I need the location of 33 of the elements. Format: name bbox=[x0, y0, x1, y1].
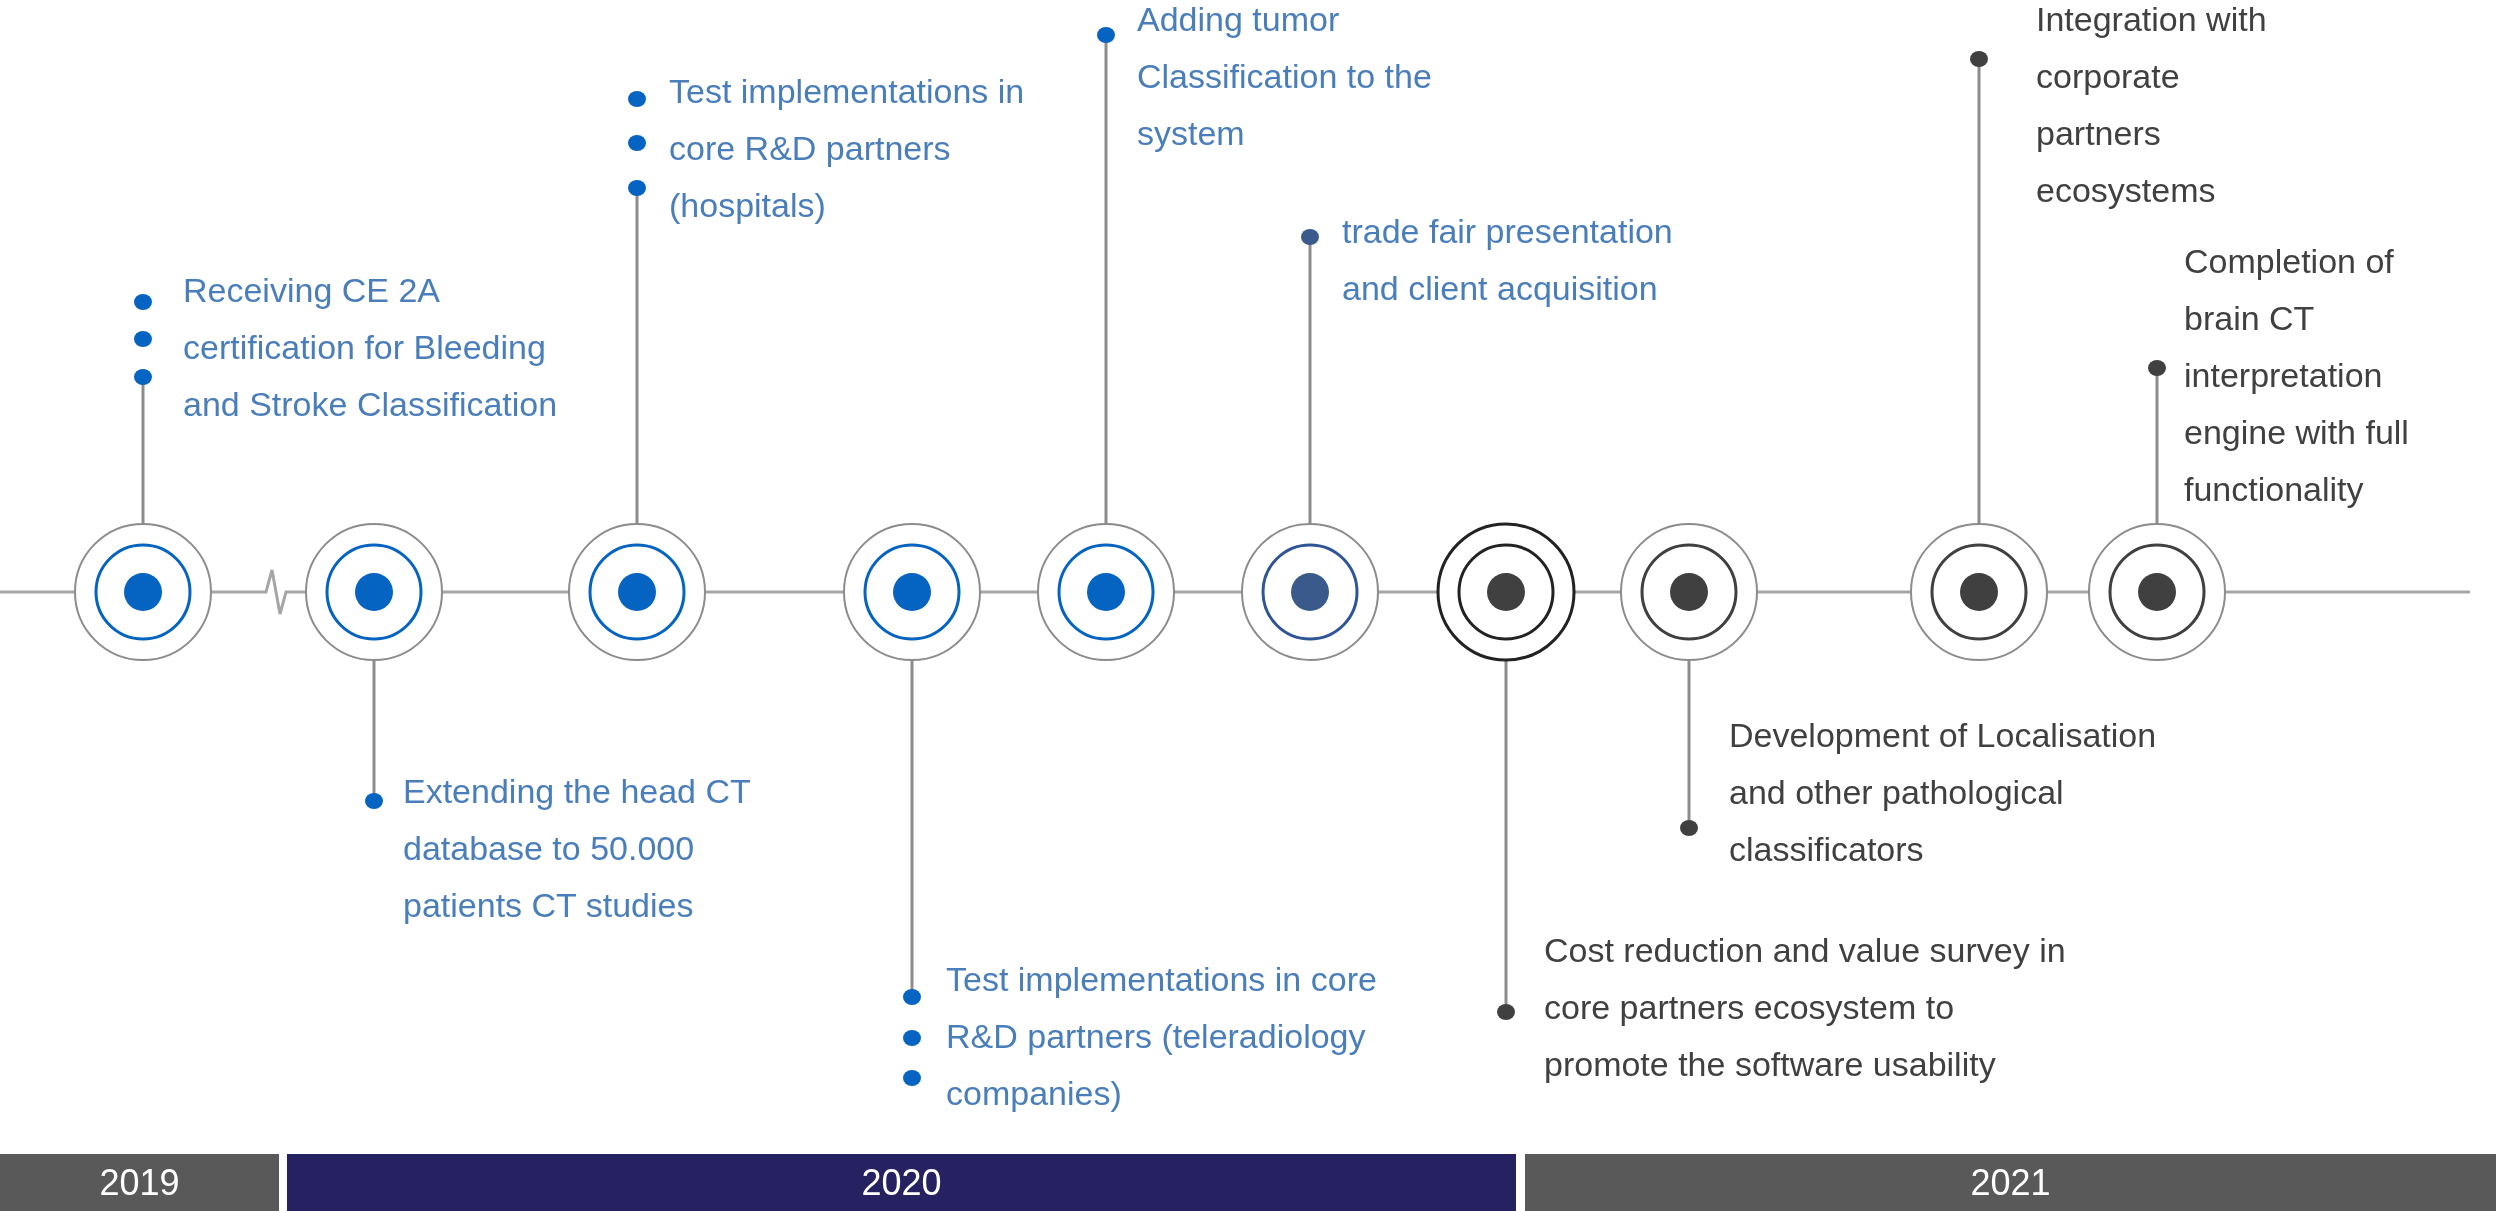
event-text: Test implementations in core R&D partners (teleradiology companies) bbox=[946, 951, 1446, 1122]
leader-line bbox=[628, 91, 646, 524]
event-text: Cost reduction and value survey in core partners ecosystem to promote the software usability bbox=[1544, 922, 2084, 1093]
timeline-marker bbox=[73, 522, 213, 662]
event-text: trade fair presentation and client acquisition bbox=[1342, 203, 1702, 317]
timeline-marker bbox=[567, 522, 707, 662]
leader-line bbox=[1497, 660, 1515, 1020]
leader-line bbox=[1680, 660, 1698, 836]
leader-line bbox=[2148, 360, 2166, 524]
year-bar: 2020 bbox=[287, 1154, 1516, 1211]
timeline-marker bbox=[1036, 522, 1176, 662]
leader-line bbox=[903, 660, 921, 1086]
event-text: Development of Localisation and other pathological classificators bbox=[1729, 707, 2199, 878]
event-text: Adding tumor Classification to the system bbox=[1137, 0, 1437, 162]
event-text: Extending the head CT database to 50.000 patients CT studies bbox=[403, 763, 753, 934]
leader-line bbox=[134, 294, 152, 524]
event-text: Completion of brain CT interpretation engine with full functionality bbox=[2184, 233, 2474, 518]
timeline-marker bbox=[304, 522, 444, 662]
leader-line bbox=[1097, 27, 1115, 524]
year-bar: 2019 bbox=[0, 1154, 279, 1211]
year-bar: 2021 bbox=[1525, 1154, 2496, 1211]
timeline-marker bbox=[2087, 522, 2227, 662]
timeline-marker bbox=[1909, 522, 2049, 662]
timeline-marker bbox=[1436, 522, 1576, 662]
event-text: Integration with corporate partners ecosystems bbox=[2036, 0, 2296, 219]
event-text: Test implementations in core R&D partners (hospitals) bbox=[669, 63, 1049, 234]
leader-line bbox=[365, 660, 383, 809]
event-text: Receiving CE 2A certification for Bleeding and Stroke Classification bbox=[183, 262, 573, 433]
timeline-marker bbox=[1240, 522, 1380, 662]
leader-line bbox=[1301, 229, 1319, 524]
timeline-marker bbox=[1619, 522, 1759, 662]
timeline-marker bbox=[842, 522, 982, 662]
leader-line bbox=[1970, 51, 1988, 524]
